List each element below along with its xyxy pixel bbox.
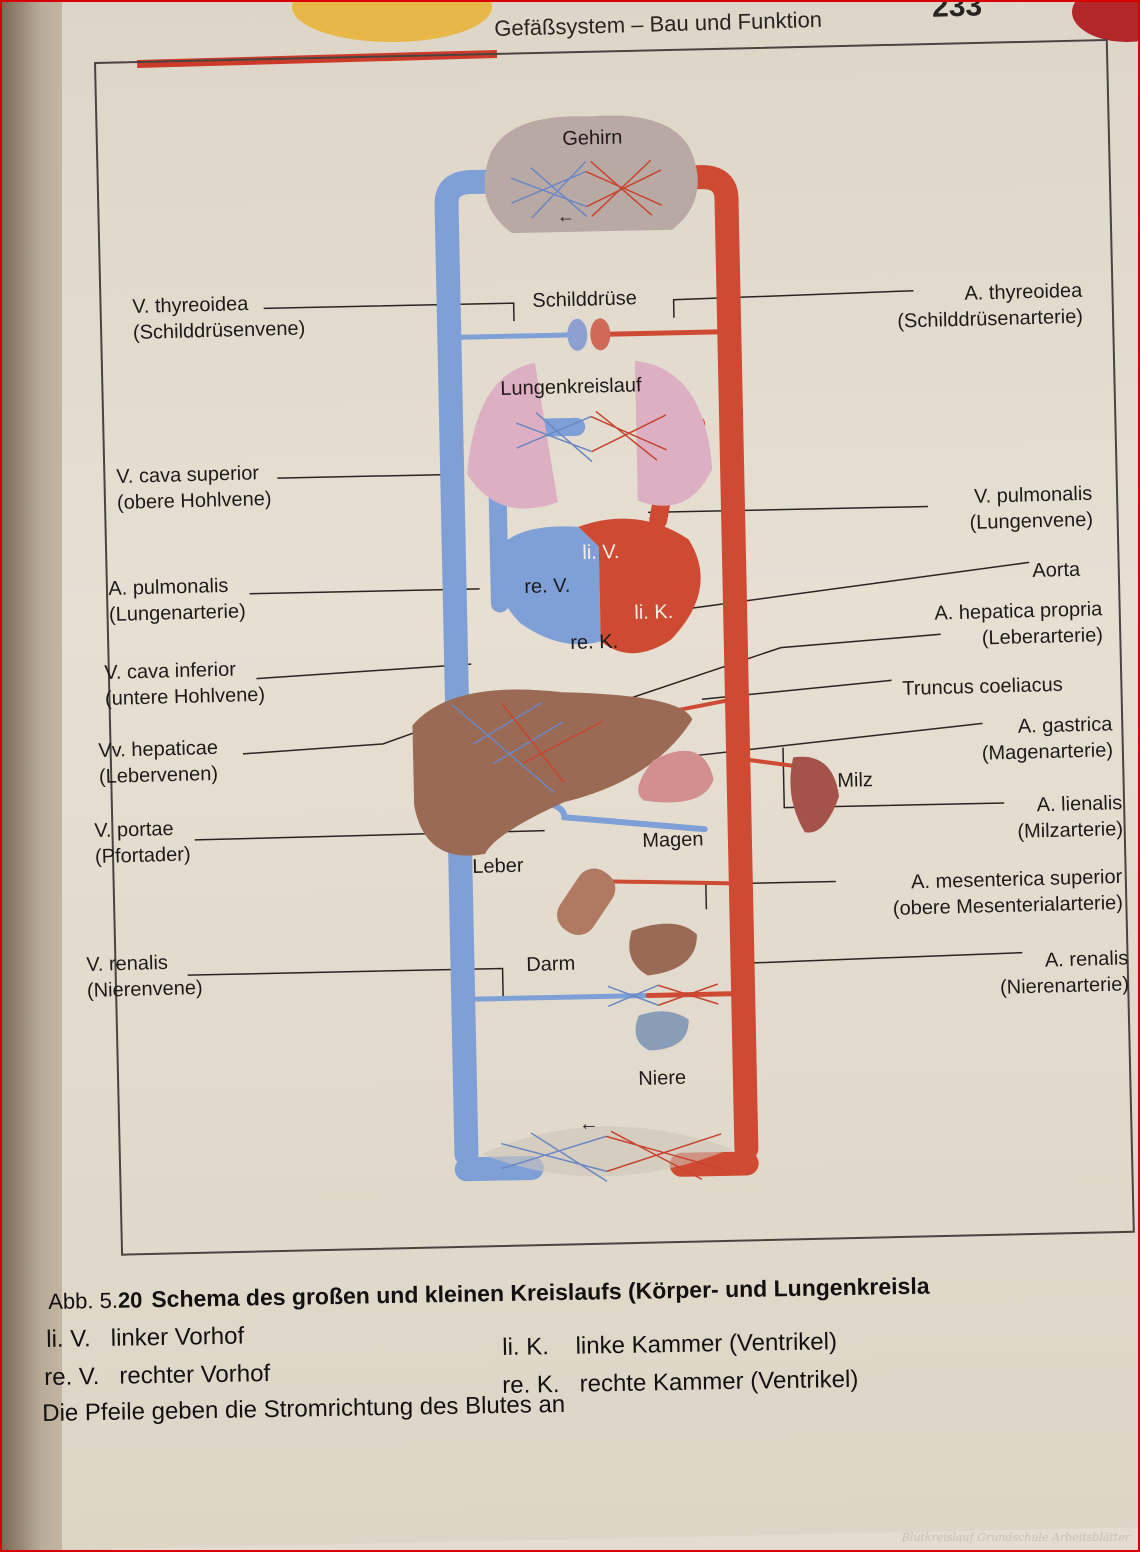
vessels: [434, 165, 806, 1182]
svg-text:←: ←: [557, 206, 575, 226]
svg-text:←: ←: [579, 1113, 599, 1135]
label-v-thyreoidea: V. thyreoidea(Schilddrüsenvene): [132, 292, 306, 344]
organ-label-lungenkreislauf: Lungenkreislauf: [500, 374, 642, 400]
spleen-shape: [790, 756, 840, 833]
organ-label-li-v: li. V.: [582, 541, 620, 564]
legend-li-k: li. K. linke Kammer (Ventrikel): [502, 1328, 838, 1361]
label-a-thyreoidea: A. thyreoidea(Schilddrüsenarterie): [897, 279, 1084, 333]
lungs-shape: [467, 360, 713, 509]
label-a-renalis: A. renalis(Nierenarterie): [999, 947, 1130, 999]
label-v-cava-superior: V. cava superior(obere Hohlvene): [116, 462, 272, 514]
organ-label-re-k: re. K.: [570, 630, 619, 654]
organ-label-re-v: re. V.: [524, 574, 571, 598]
organ-label-darm: Darm: [526, 952, 576, 976]
stomach-shape: [638, 750, 714, 803]
label-v-portae: V. portae(Pfortader): [94, 817, 191, 868]
brain-shape: ←: [484, 115, 698, 234]
kidney-shape: [607, 923, 719, 1051]
label-aorta: Aorta: [1032, 558, 1081, 582]
organ-label-li-k: li. K.: [634, 600, 674, 624]
label-v-pulmonalis: V. pulmonalis(Lungenvene): [969, 482, 1094, 534]
organ-label-milz: Milz: [837, 769, 874, 792]
thyroid-shape: [567, 318, 611, 351]
organ-label-gehirn: Gehirn: [562, 126, 623, 150]
legend-re-v: re. V. rechter Vorhof: [44, 1360, 271, 1391]
label-a-pulmonalis: A. pulmonalis(Lungenarterie): [108, 574, 247, 626]
liver-vessels: [451, 701, 603, 793]
vena-cava-path: [434, 169, 524, 1167]
intestine-shape: [557, 868, 616, 935]
aorta-path: [649, 165, 759, 1161]
label-truncus-coeliacus: Truncus coeliacus: [902, 673, 1064, 700]
label-a-lienalis: A. lienalis(Milzarterie): [1017, 792, 1124, 843]
legend-li-v: li. V. linker Vorhof: [46, 1322, 245, 1353]
body-capillaries: ←: [481, 1113, 732, 1183]
heart-shape: [496, 518, 701, 654]
organ-label-leber: Leber: [472, 854, 524, 878]
organ-label-niere: Niere: [638, 1066, 687, 1090]
label-a-mesenterica-superior: A. mesenterica superior(obere Mesenteria…: [892, 865, 1124, 920]
label-v-renalis: V. renalis(Nierenvene): [86, 951, 203, 1002]
label-v-cava-inferior: V. cava inferior(untere Hohlvene): [104, 658, 266, 710]
label-vv-hepaticae: Vv. hepaticae(Lebervenen): [98, 736, 219, 788]
label-a-hepatica-propria: A. hepatica propria(Leberarterie): [934, 598, 1104, 650]
watermark: Blutkreislauf Grundschule Arbeitsblätter: [901, 1531, 1130, 1544]
organ-label-magen: Magen: [642, 828, 704, 852]
organ-label-schilddruese: Schilddrüse: [532, 287, 638, 312]
label-a-gastrica: A. gastrica(Magenarterie): [981, 713, 1114, 765]
